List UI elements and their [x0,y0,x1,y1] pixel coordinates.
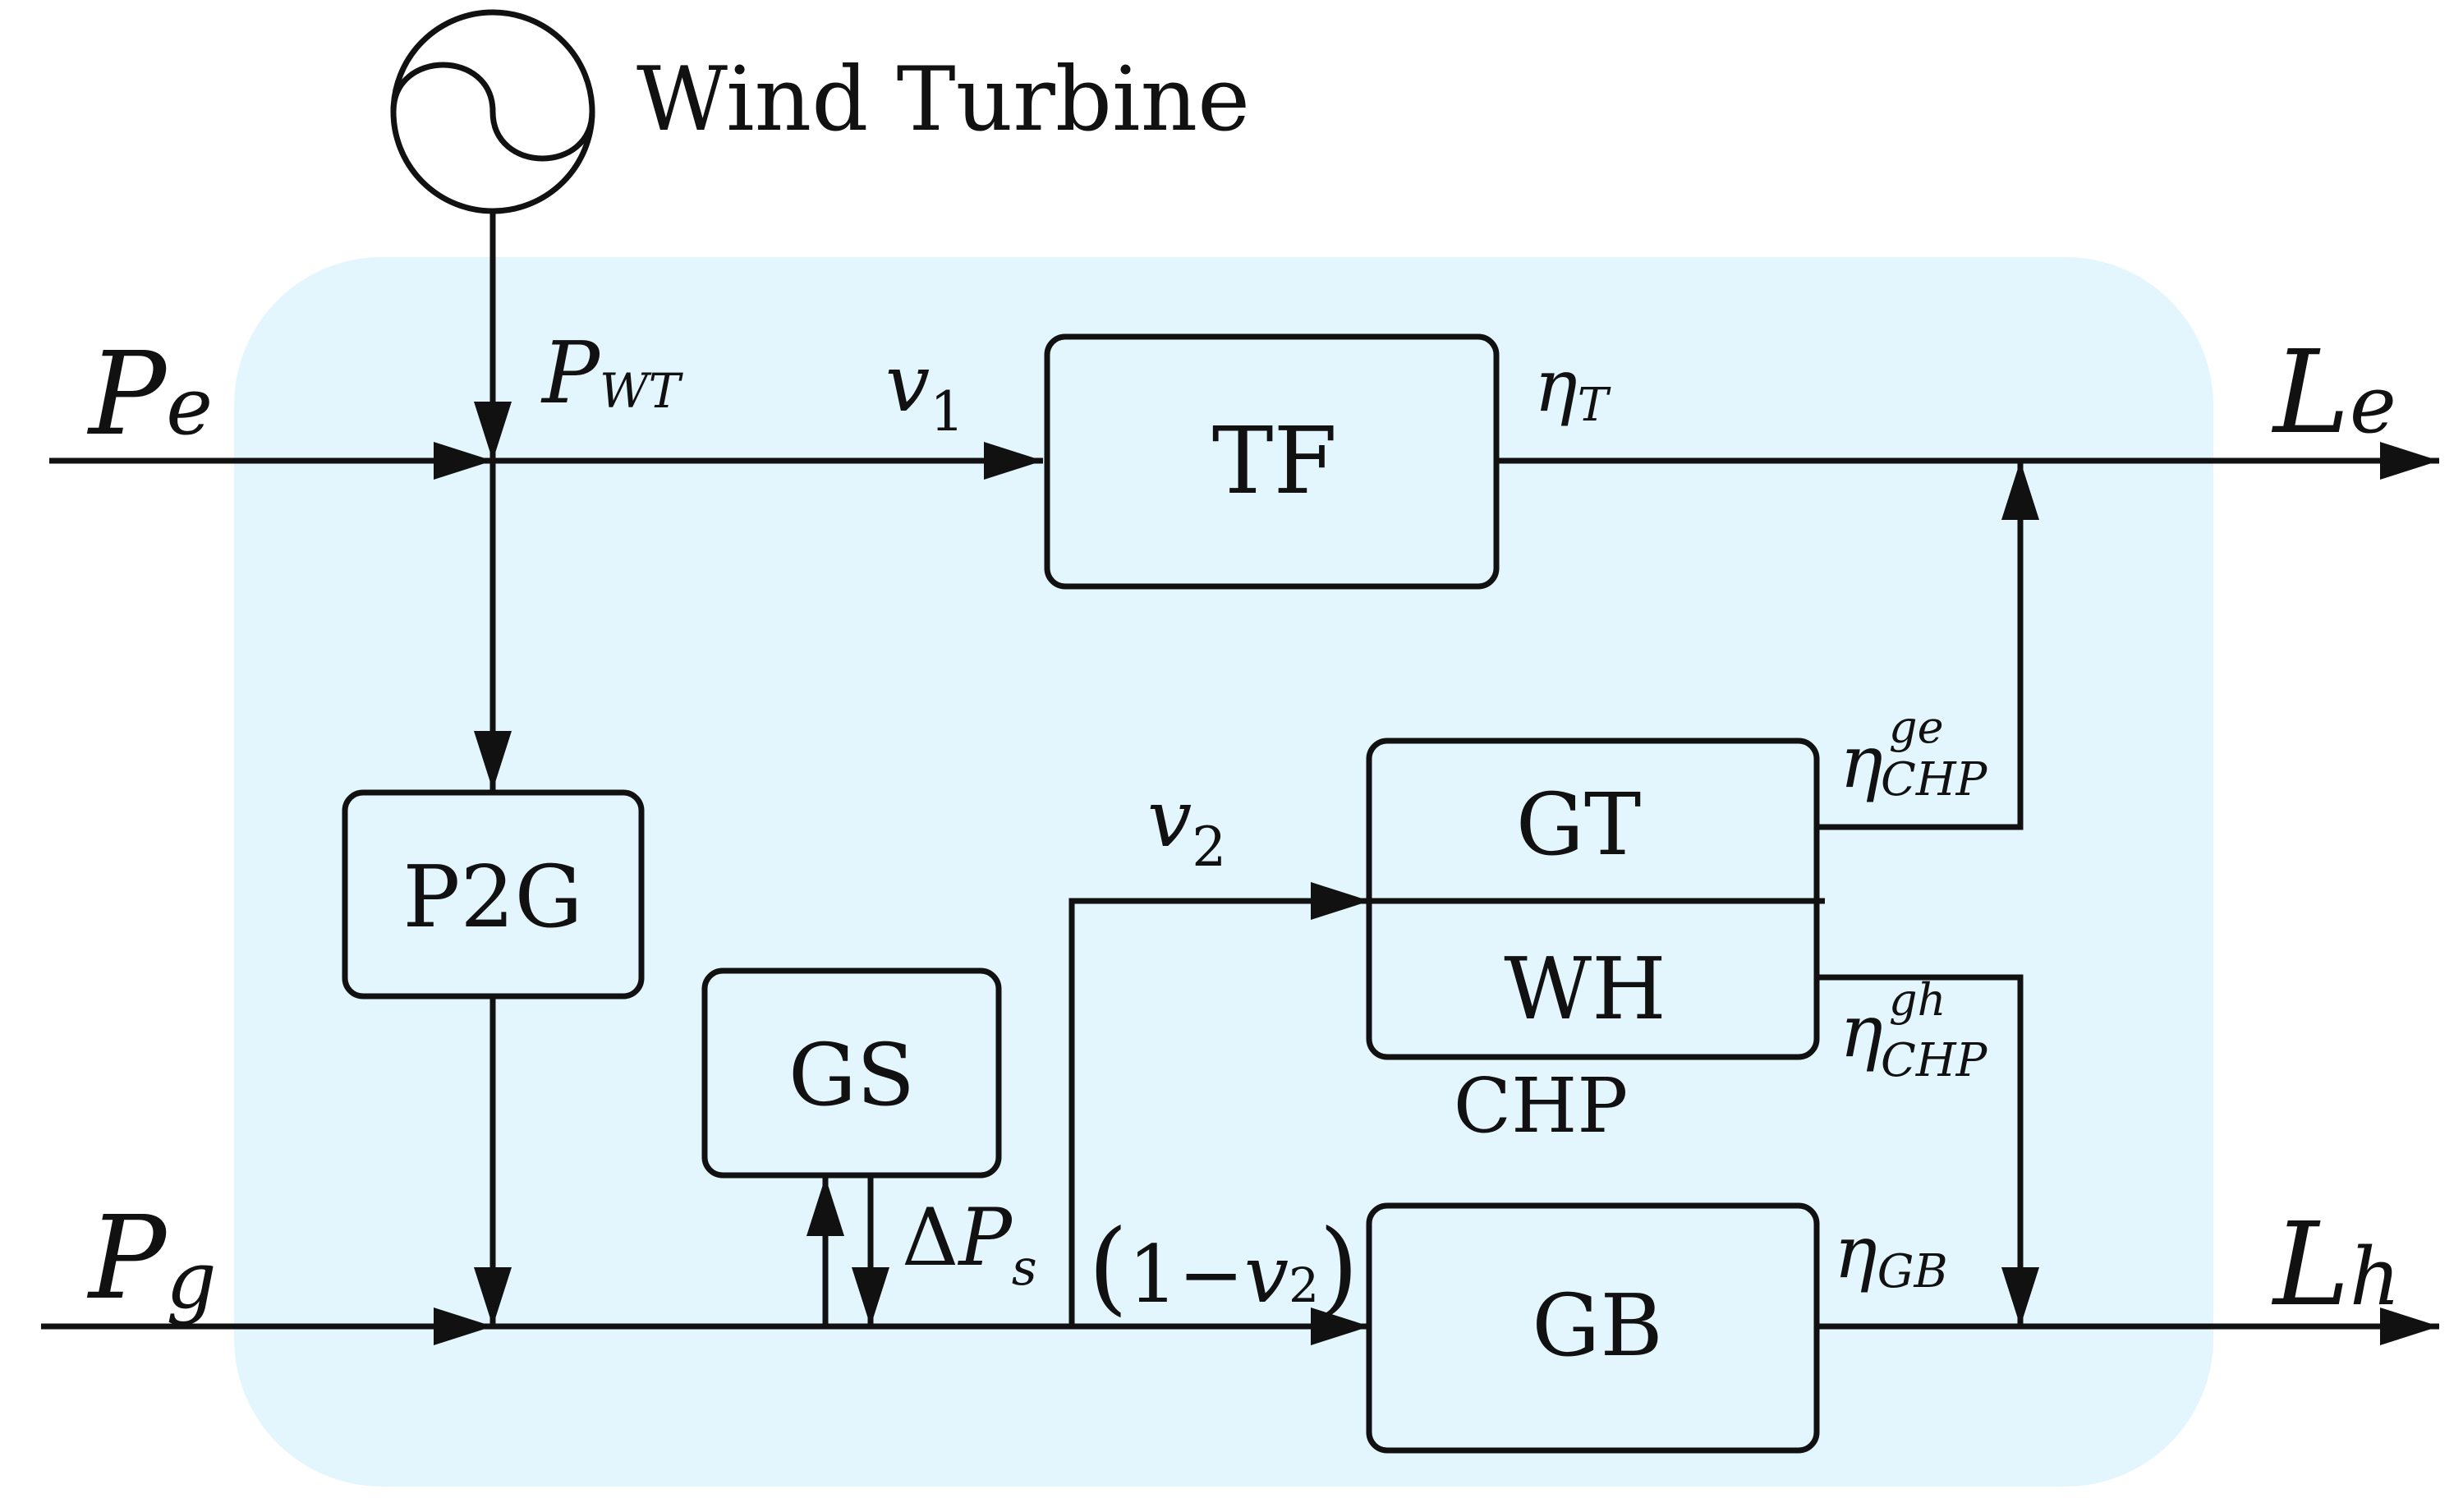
tf-label: TF [1212,408,1337,515]
gb-block [1366,1202,1820,1454]
p2g-block [342,789,645,1000]
gs-discharge-arrowhead [852,1267,889,1326]
eta-t-label: ηT [1534,343,1611,432]
gs-block [701,967,1002,1179]
lh-output-arrowhead [2380,1307,2439,1345]
eta-gb-label: ηGB [1834,1210,1948,1298]
le-output-label: Le [2271,326,2396,460]
p2g-output-arrowhead [474,1267,512,1326]
pe-input-arrowhead [434,442,493,480]
sine-wave-icon [390,62,595,162]
gs-charge-arrowhead [806,1177,844,1236]
gt-label: GT [1516,774,1641,875]
p2g-input-arrowhead [474,731,512,790]
eta-chp-ge-label: η [1840,719,1883,804]
eta-chp-ge-sub: CHP [1881,753,1988,807]
energy-hub-panel [234,257,2213,1487]
eta-chp-gh-sub: CHP [1881,1034,1988,1087]
v1-label: v1 [885,338,964,443]
eta-chp-gh-label: η [1840,989,1883,1073]
delta-ps-label: ΔPs [902,1192,1037,1297]
gb-label: GB [1532,1275,1663,1376]
wh-output-arrowhead [2001,1267,2039,1326]
one-minus-v2-label: (1−v2) [1088,1208,1358,1326]
v2-branch-line [1068,898,1370,1326]
pg-input-label: Pg [86,1192,217,1326]
pg-input-arrowhead [434,1307,493,1345]
p2g-label: P2G [402,847,582,947]
gt-to-le-line [1815,461,2024,830]
pe-input-label: Pe [86,328,213,462]
gs-label: GS [788,1025,915,1125]
eta-chp-gh-sup: gh [1889,974,1946,1026]
wind-turbine-label: Wind Turbine [636,48,1250,151]
gt-input-arrowhead [1311,882,1370,920]
wh-label: WH [1504,939,1666,1039]
gb-input-arrowhead [1311,1307,1370,1345]
wh-to-lh-line [1815,974,2024,1326]
eta-chp-ge-sup: ge [1889,701,1944,753]
chp-label: CHP [1454,1062,1629,1150]
tf-input-arrowhead [984,442,1043,480]
gt-output-arrowhead [2001,461,2039,520]
tf-block [1044,333,1500,590]
v2-label: v2 [1147,773,1226,879]
lh-output-label: Lh [2271,1198,2401,1332]
pwt-label: PWT [540,323,684,423]
le-output-arrowhead [2380,442,2439,480]
pwt-arrowhead [474,402,512,461]
